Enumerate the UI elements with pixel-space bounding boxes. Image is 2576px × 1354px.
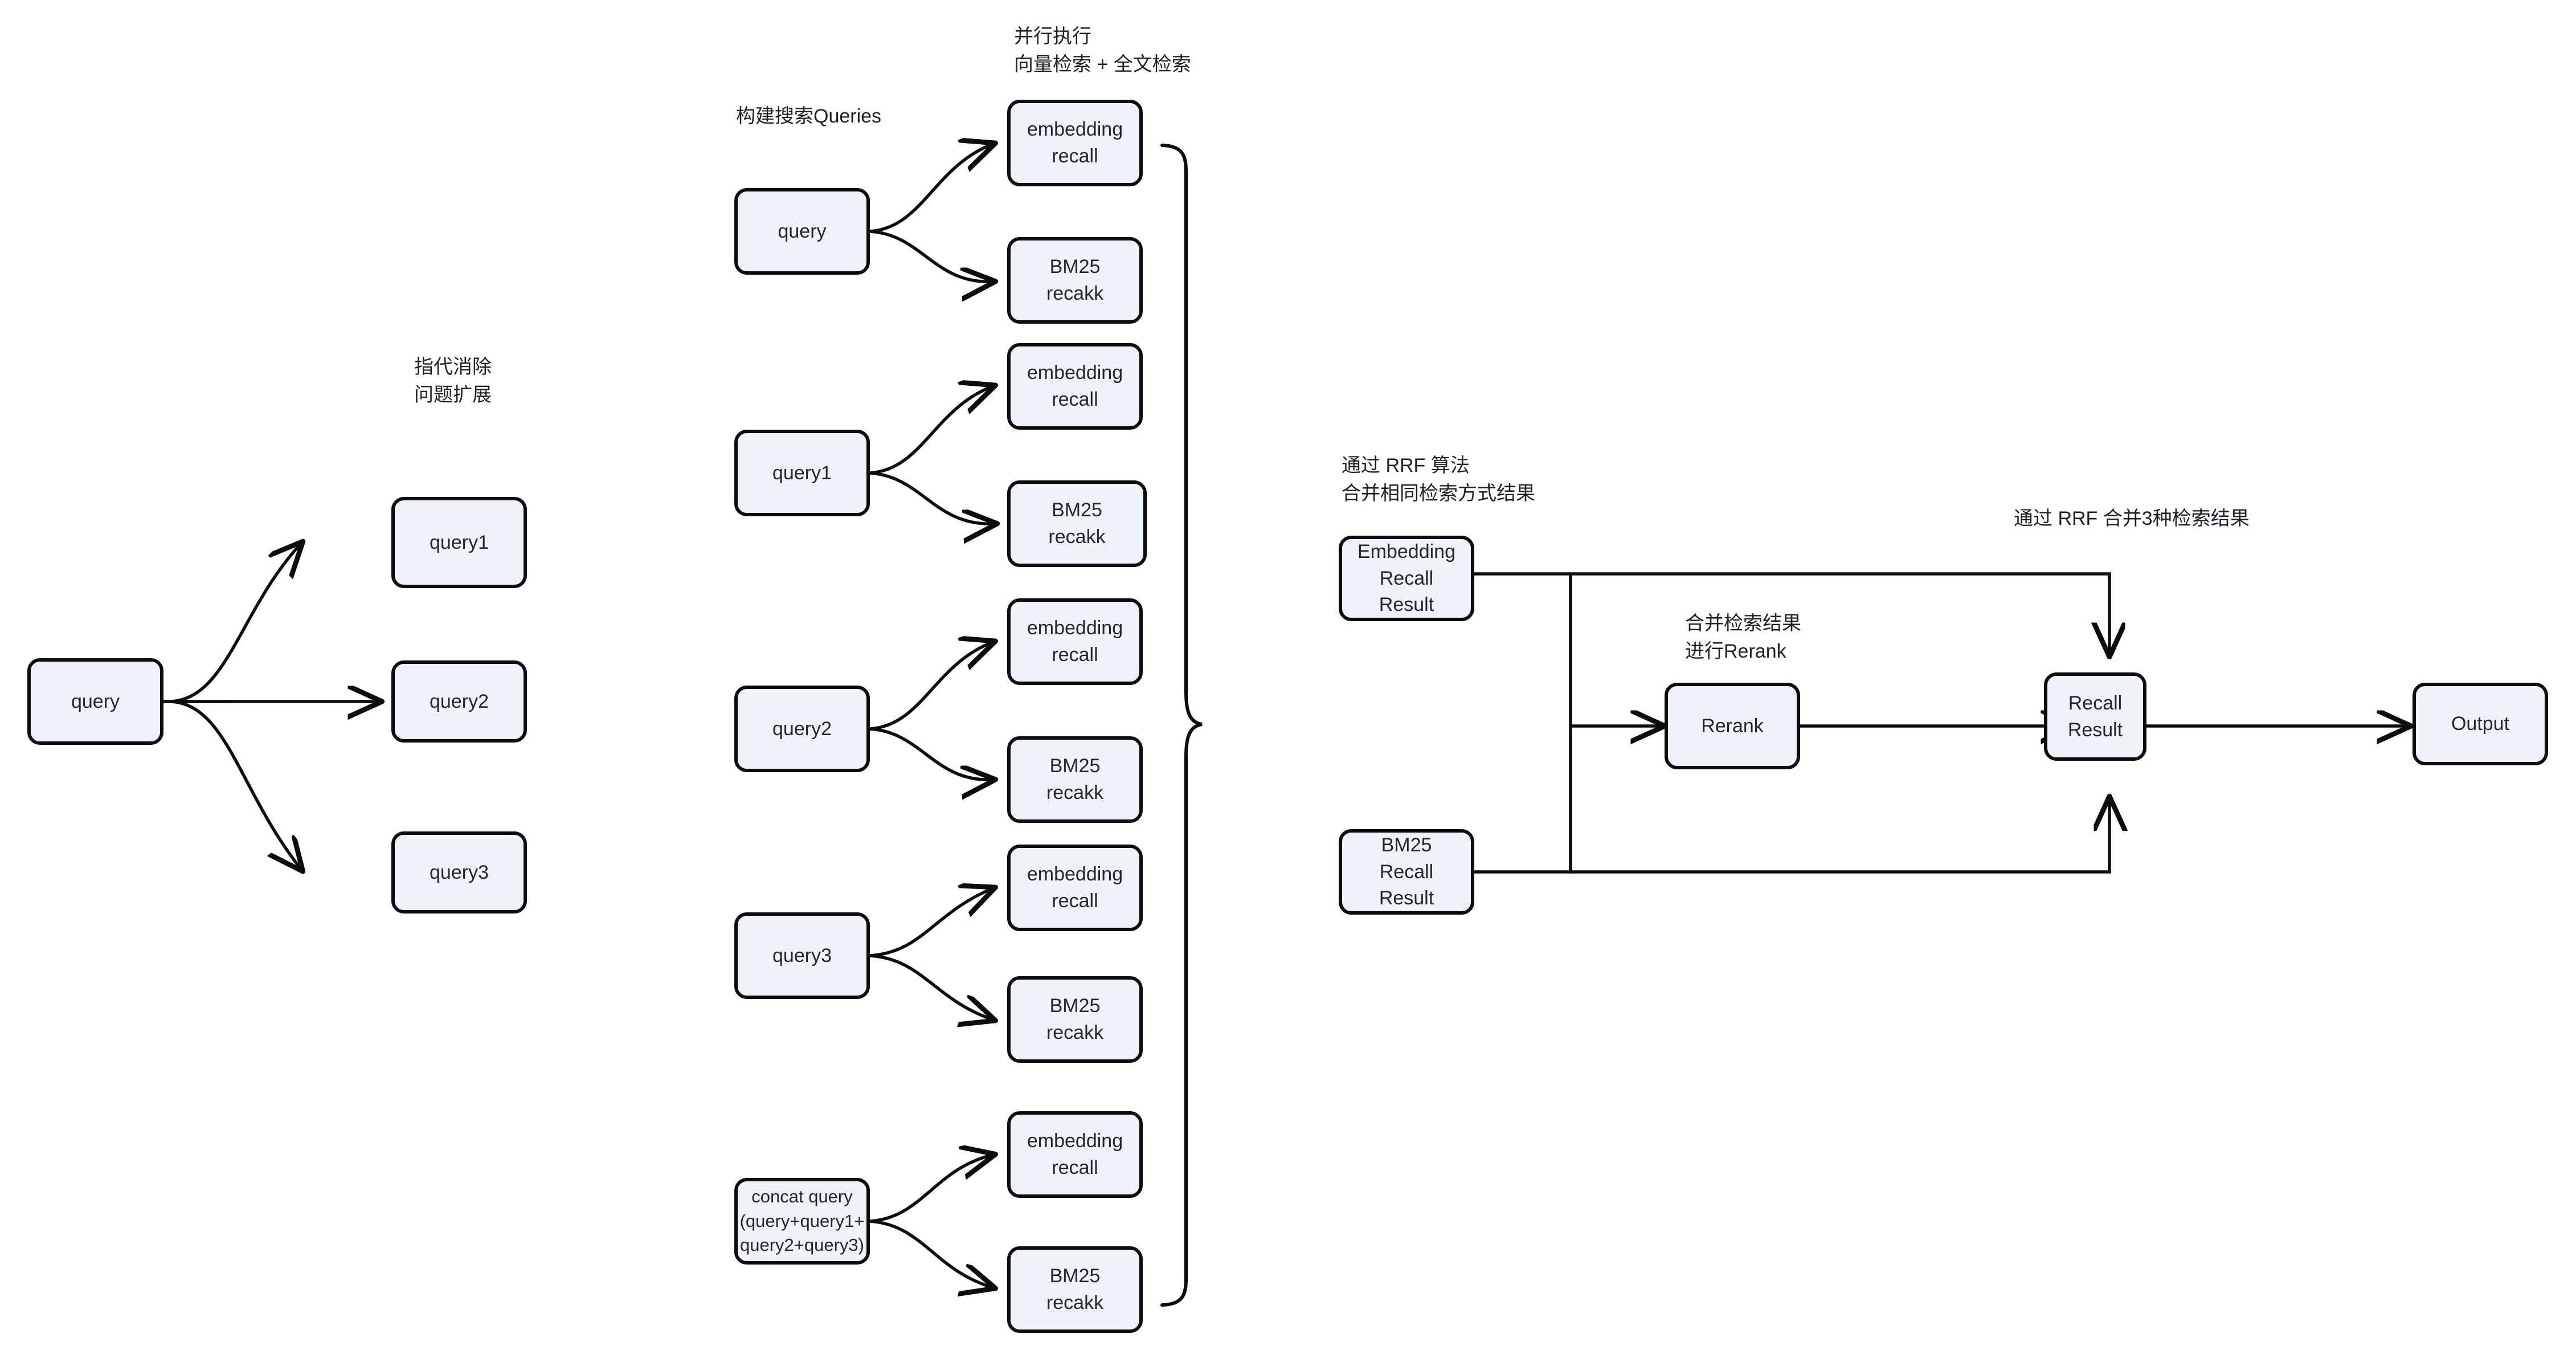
node-expansion-query2[interactable]: query2 <box>391 660 527 743</box>
node-bm25-recall-result[interactable]: BM25 Recall Result <box>1339 829 1474 915</box>
caption-build-queries: 构建搜索Queries <box>736 105 882 127</box>
node-expansion-query1[interactable]: query1 <box>391 497 527 588</box>
caption-rrf-same: 通过 RRF 算法 合并相同检索方式结果 <box>1342 455 1535 505</box>
node-output[interactable]: Output <box>2413 683 2548 765</box>
node-embedding-recall-a[interactable]: embedding recall <box>1007 100 1143 186</box>
node-search-query2[interactable]: query2 <box>734 686 870 772</box>
node-bm25-recall-d[interactable]: BM25 recakk <box>1007 976 1143 1063</box>
node-concat-query[interactable]: concat query (query+query1+ query2+query… <box>734 1178 870 1265</box>
node-query-source[interactable]: query <box>27 658 163 745</box>
node-embedding-recall-e[interactable]: embedding recall <box>1007 1111 1143 1198</box>
caption-rewrite: 指代消除 问题扩展 <box>414 356 492 406</box>
caption-parallel: 并行执行 向量检索 + 全文检索 <box>1014 26 1191 76</box>
node-bm25-recall-a[interactable]: BM25 recakk <box>1007 237 1143 324</box>
node-bm25-recall-c[interactable]: BM25 recakk <box>1007 736 1143 823</box>
node-embedding-recall-b[interactable]: embedding recall <box>1007 343 1143 430</box>
node-rerank[interactable]: Rerank <box>1665 683 1800 769</box>
node-expansion-query3[interactable]: query3 <box>391 831 527 913</box>
node-search-query[interactable]: query <box>734 188 870 275</box>
node-bm25-recall-b[interactable]: BM25 recakk <box>1007 480 1147 567</box>
caption-rrf-three: 通过 RRF 合并3种检索结果 <box>2014 508 2250 529</box>
node-embedding-recall-d[interactable]: embedding recall <box>1007 845 1143 931</box>
node-recall-result[interactable]: Recall Result <box>2044 672 2146 761</box>
caption-rerank: 合并检索结果 进行Rerank <box>1685 613 1801 663</box>
node-embedding-recall-result[interactable]: Embedding Recall Result <box>1339 536 1474 621</box>
node-embedding-recall-c[interactable]: embedding recall <box>1007 598 1143 685</box>
node-search-query1[interactable]: query1 <box>734 430 870 516</box>
node-search-query3[interactable]: query3 <box>734 912 870 999</box>
node-bm25-recall-e[interactable]: BM25 recakk <box>1007 1246 1143 1333</box>
